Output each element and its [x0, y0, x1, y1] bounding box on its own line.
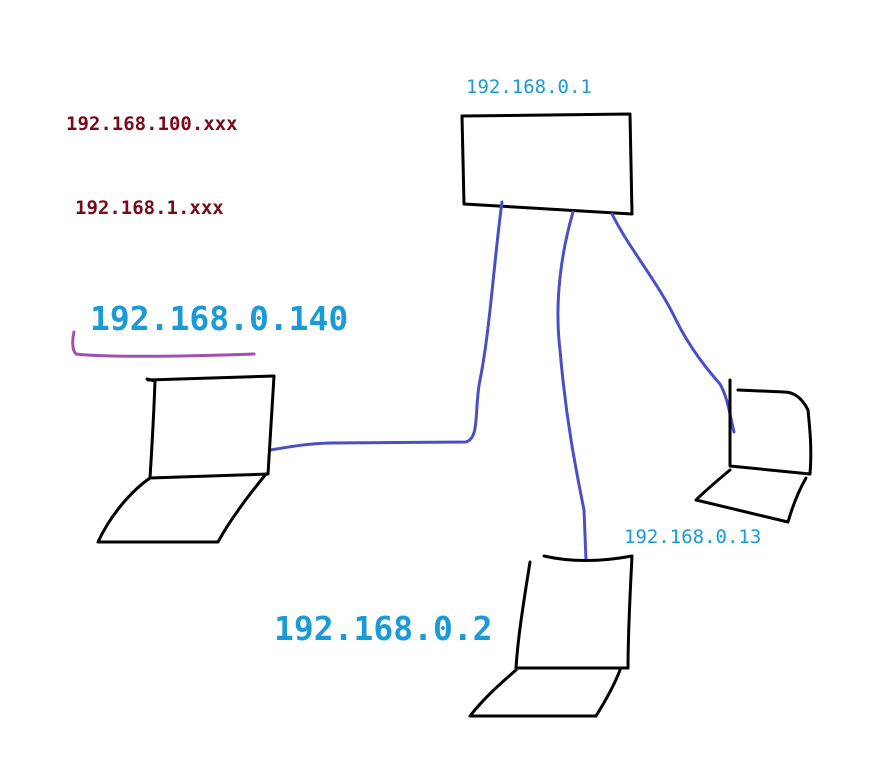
cable-router-to-bottom-laptop [556, 210, 588, 562]
router-ip-label: 192.168.0.1 [466, 76, 592, 98]
cable-router-to-left-laptop [268, 200, 504, 452]
subnet-a-label: 192.168.100.xxx [66, 113, 238, 135]
laptop-left-ip-label: 192.168.0.140 [90, 299, 349, 338]
laptop-right [694, 378, 813, 524]
laptop-right-ip-label: 192.168.0.13 [624, 526, 762, 548]
laptop-left [96, 374, 276, 544]
laptop-bottom [468, 554, 634, 718]
subnet-b-label: 192.168.1.xxx [75, 197, 224, 219]
ip-highlight-bracket [71, 330, 256, 358]
cable-router-to-right-laptop [610, 212, 736, 434]
laptop-bottom-ip-label: 192.168.0.2 [274, 609, 493, 648]
router-box [460, 112, 634, 216]
